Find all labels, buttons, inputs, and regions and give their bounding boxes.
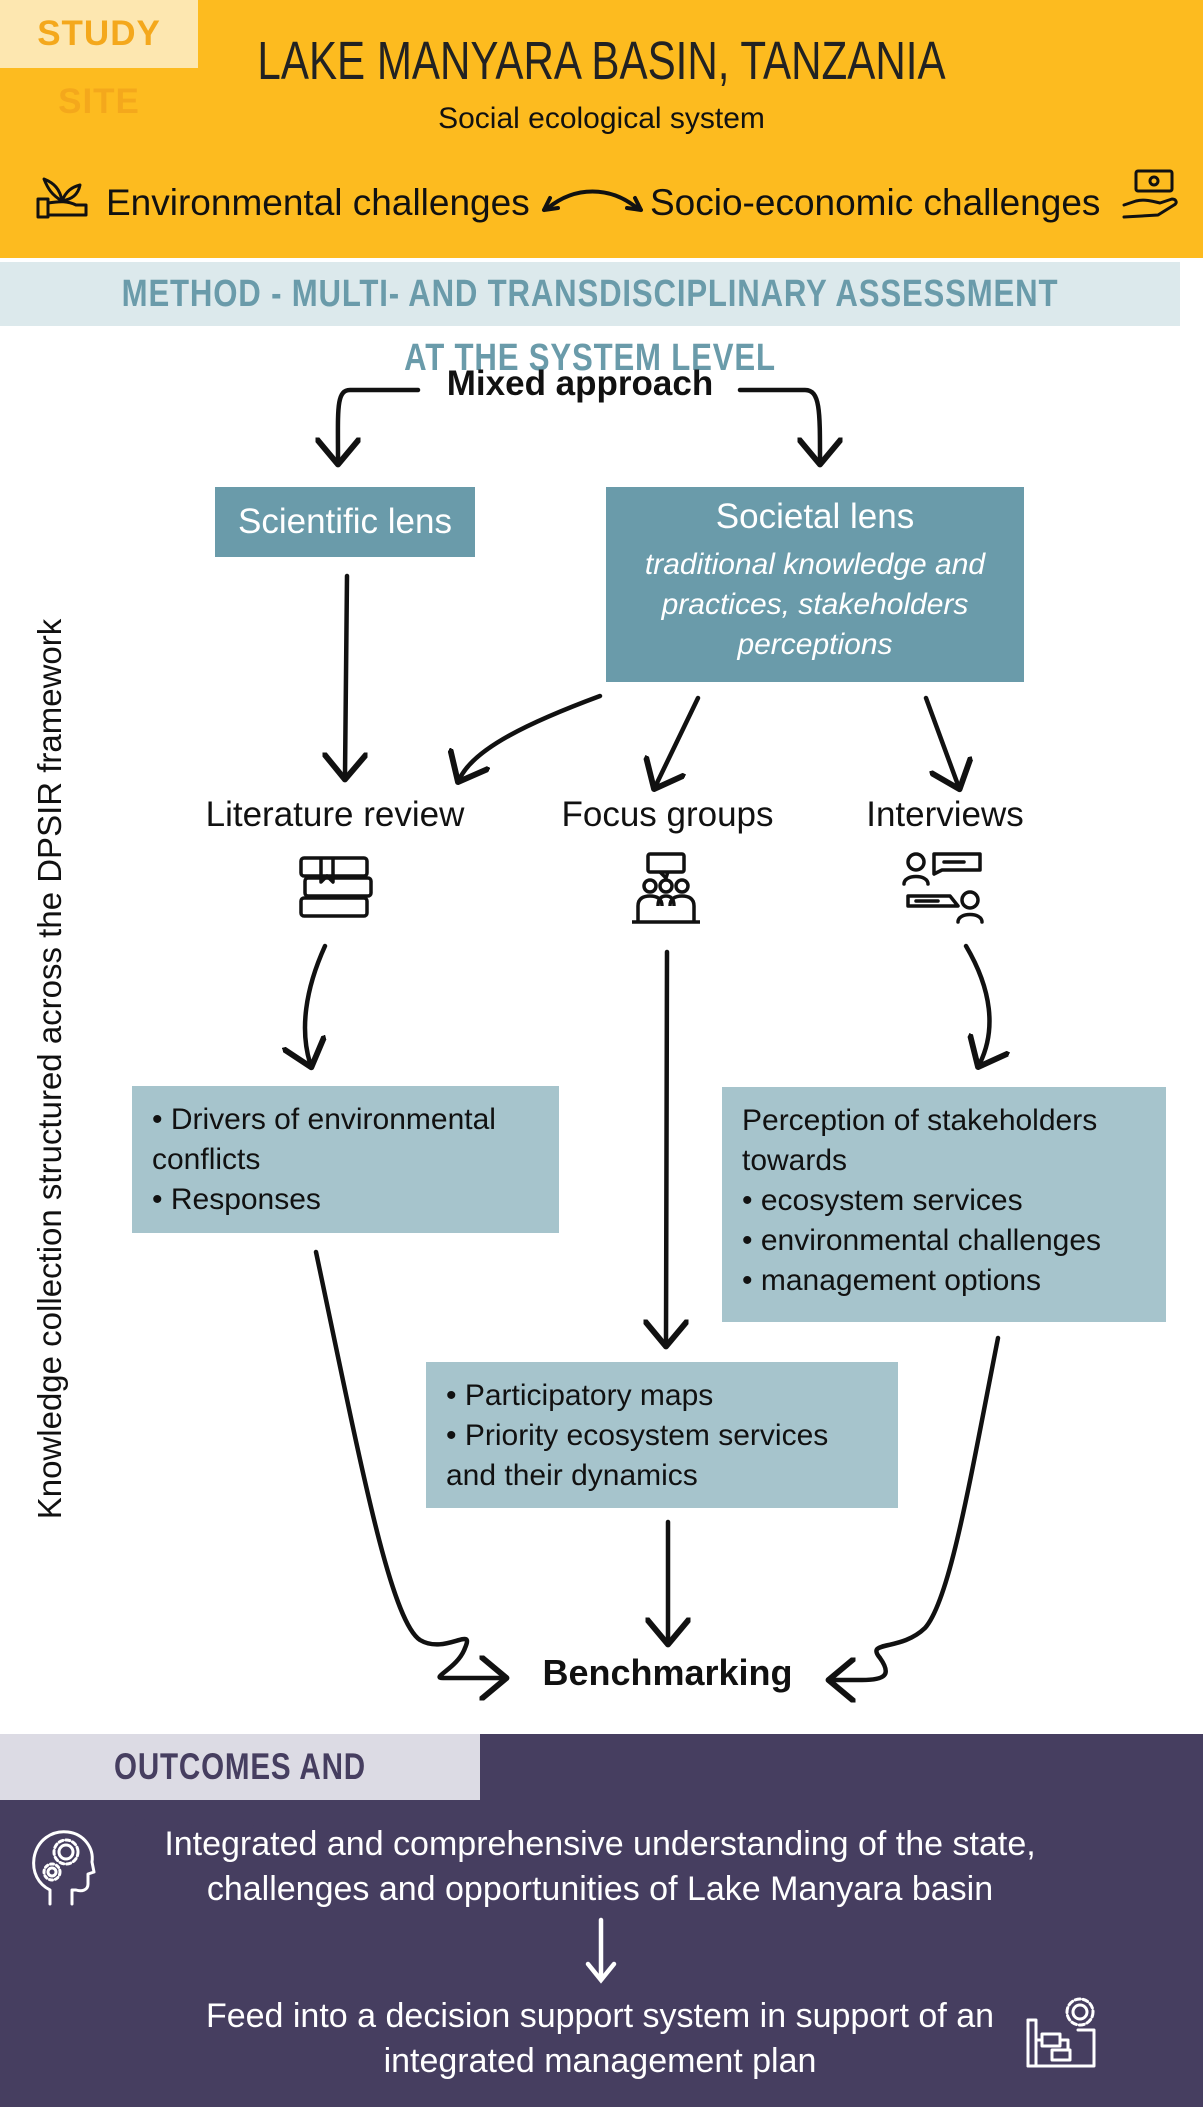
environmental-challenges: Environmental challenges [106, 182, 530, 223]
outcome-text-1: Integrated and comprehensive understandi… [164, 1825, 1036, 1908]
lit-item: • Drivers of environmental conflicts [152, 1103, 496, 1176]
double-arrow-icon [542, 189, 643, 212]
arrow-societal-to-interviews [923, 695, 958, 785]
societal-lens-title: Societal lens [715, 497, 915, 536]
societal-lens-box: Societal lens traditional knowledge and … [606, 487, 1024, 682]
arrow-literature-to-bench [313, 1249, 502, 1678]
outcome-text-2: Feed into a decision support system in s… [205, 1997, 995, 2080]
lit-item: • Responses [152, 1183, 321, 1216]
arrow-mixed-to-scientific [338, 387, 421, 460]
method-band [0, 262, 1180, 326]
societal-lens-subtitle: traditional knowledge and practices, sta… [644, 548, 986, 661]
focus-groups-label: Focus groups [561, 795, 774, 834]
arrow-scientific-to-literature [345, 573, 347, 775]
arrow-mixed-to-societal [737, 387, 820, 460]
interviews-label: Interviews [866, 795, 1024, 834]
head-gears-icon [32, 1830, 96, 1906]
benchmarking-label: Benchmarking [542, 1652, 793, 1693]
literature-results-box: • Drivers of environmental conflicts • R… [132, 1086, 559, 1233]
part-item: • Participatory maps [446, 1379, 714, 1412]
arrow-perception-to-bench [833, 1335, 1001, 1680]
focus-group-icon [632, 852, 700, 924]
participatory-results-box: • Participatory maps • Priority ecosyste… [426, 1362, 898, 1508]
study-site-band [0, 0, 1203, 258]
arrow-literature-to-box [305, 943, 325, 1063]
blueprint-gear-icon [1026, 1997, 1096, 2068]
perception-results-box: Perception of stakeholders towards • eco… [722, 1087, 1166, 1322]
study-site-tag: STUDY SITE [0, 0, 198, 121]
outcomes-tag [0, 1734, 480, 1800]
literature-review-label: Literature review [205, 795, 465, 834]
perc-item: • management options [742, 1264, 1042, 1297]
arrow-focus-to-box [666, 949, 667, 1342]
plant-hand-icon [36, 177, 88, 219]
part-item: • Priority ecosystem services and their … [446, 1419, 829, 1492]
arrow-societal-to-focus [656, 695, 701, 785]
mixed-approach: Mixed approach [446, 364, 714, 403]
site-subtitle: Social ecological system [438, 102, 765, 135]
method-label: METHOD - MULTI- AND TRANSDISCIPLINARY AS… [121, 273, 1059, 379]
site-title: LAKE MANYARA BASIN, TANZANIA [257, 31, 946, 91]
scientific-lens-box: Scientific lens [215, 487, 475, 557]
arrow-societal-to-literature [460, 693, 603, 778]
perc-item: • ecosystem services [742, 1184, 1023, 1217]
perc-item: Perception of stakeholders towards [742, 1104, 1098, 1177]
arrow-interviews-to-box [963, 943, 989, 1063]
perc-item: • environmental challenges [742, 1224, 1102, 1257]
interview-icon [902, 852, 984, 924]
books-icon [299, 856, 373, 918]
outcomes-label: OUTCOMES AND PERSPECTIVES [114, 1746, 366, 1853]
socio-economic-challenges: Socio-economic challenges [650, 182, 1101, 223]
money-hand-icon [1122, 169, 1178, 219]
